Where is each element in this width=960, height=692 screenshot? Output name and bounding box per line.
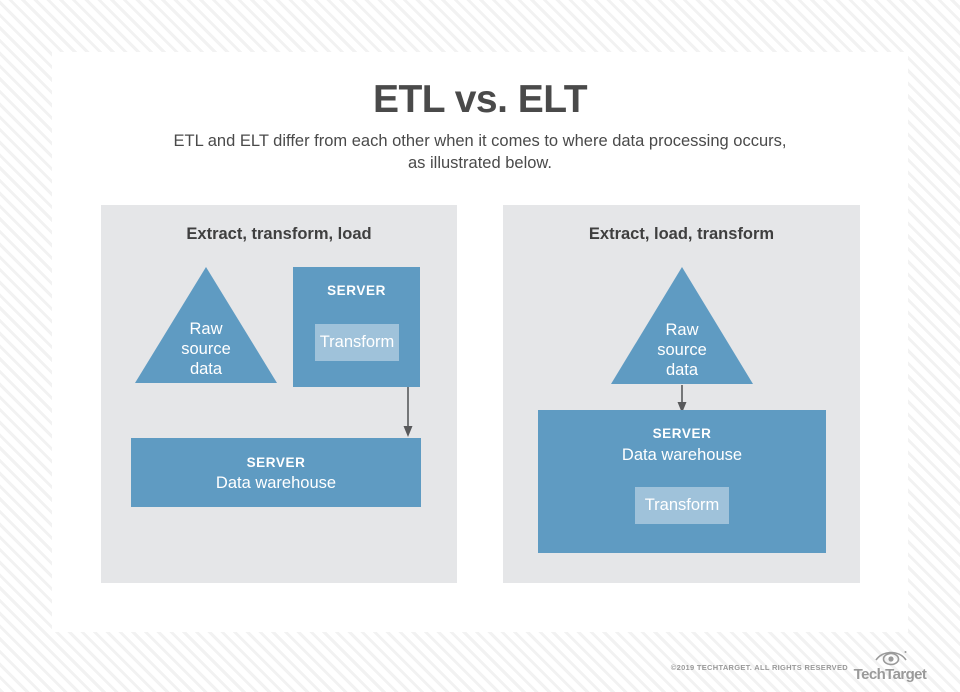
eye-icon <box>874 648 908 671</box>
etl-server-label: SERVER <box>327 283 386 298</box>
panel-elt: Extract, load, transform Raw source data… <box>503 205 860 583</box>
etl-warehouse-server-label: SERVER <box>246 455 306 470</box>
etl-warehouse-subtitle: Data warehouse <box>215 474 337 492</box>
copyright-text: ©2019 TECHTARGET. ALL RIGHTS RESERVED <box>670 663 848 672</box>
page-subtitle: ETL and ELT differ from each other when … <box>173 132 787 172</box>
elt-warehouse-subtitle: Data warehouse <box>621 446 743 464</box>
page-title: ETL vs. ELT <box>372 78 588 121</box>
techtarget-logo: TechTarget <box>852 648 928 688</box>
elt-server-label: SERVER <box>652 426 712 441</box>
techtarget-wordmark: TechTarget <box>853 666 927 683</box>
panel-etl-heading: Extract, transform, load <box>186 225 372 243</box>
etl-server-box: SERVER Transform <box>293 267 420 387</box>
content-card: ETL vs. ELT ETL and ELT differ from each… <box>52 52 908 632</box>
etl-transform-box: Transform <box>315 324 399 361</box>
panel-etl: Extract, transform, load Raw source data… <box>101 205 457 583</box>
etl-warehouse-box: SERVER Data warehouse <box>131 438 421 507</box>
elt-raw-source-triangle: Raw source data <box>611 267 753 384</box>
elt-raw-source-label: Raw source data <box>657 321 707 379</box>
etl-raw-source-label: Raw source data <box>181 320 231 378</box>
etl-raw-source-triangle: Raw source data <box>135 267 277 383</box>
panel-elt-heading: Extract, load, transform <box>588 225 775 243</box>
elt-transform-box: Transform <box>635 487 729 524</box>
footer: ©2019 TECHTARGET. ALL RIGHTS RESERVED Te… <box>0 648 960 692</box>
arrow-server-to-warehouse-icon <box>402 387 414 437</box>
elt-warehouse-box: SERVER Data warehouse Transform <box>538 410 826 553</box>
arrow-source-to-warehouse-icon <box>676 385 688 413</box>
